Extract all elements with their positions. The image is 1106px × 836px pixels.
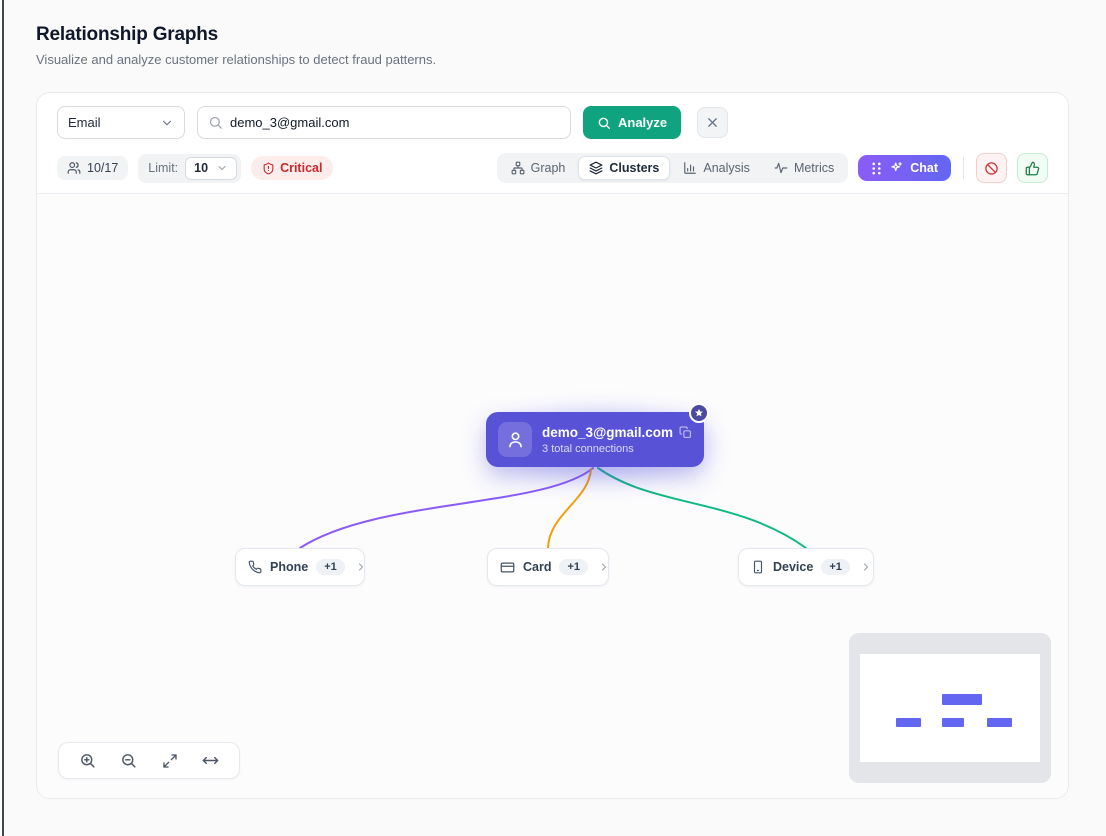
copy-icon[interactable]	[679, 426, 692, 439]
minimap-node-device	[987, 718, 1012, 727]
close-icon	[705, 115, 720, 130]
connections-count-badge: 10/17	[57, 156, 129, 180]
star-icon	[694, 408, 704, 418]
edge-root-card	[547, 468, 592, 549]
search-field[interactable]	[197, 106, 571, 139]
root-entity-node[interactable]: demo_3@gmail.com 3 total connections	[486, 403, 709, 467]
zoom-in-button[interactable]	[67, 743, 108, 778]
zoom-in-icon	[79, 752, 96, 769]
minimap-viewport	[860, 654, 1040, 762]
connections-count: 10/17	[87, 161, 119, 175]
tab-clusters[interactable]: Clusters	[578, 156, 671, 180]
zoom-controls	[58, 742, 240, 779]
clear-search-button[interactable]	[697, 107, 729, 138]
edge-root-device	[597, 467, 807, 549]
limit-select[interactable]: 10	[185, 156, 238, 180]
chevron-down-icon	[216, 162, 228, 174]
tab-metrics-label: Metrics	[793, 161, 835, 175]
user-icon	[498, 422, 533, 457]
chevron-right-icon	[355, 561, 367, 573]
group-node-label: Card	[523, 560, 552, 574]
group-node-count: +1	[559, 559, 589, 575]
edge-root-phone	[299, 467, 594, 549]
expand-width-button[interactable]	[190, 743, 231, 778]
relationship-graph-panel: Email Analyze	[36, 92, 1069, 799]
chat-label: Chat	[910, 161, 938, 175]
minimap-node-phone	[896, 718, 921, 727]
limit-control: Limit: 10	[138, 153, 242, 183]
group-node-count: +1	[821, 559, 850, 575]
grip-icon	[871, 162, 882, 175]
approve-button[interactable]	[1017, 153, 1048, 183]
root-node-subtitle: 3 total connections	[542, 442, 634, 455]
ban-icon	[984, 161, 999, 176]
page-header: Relationship Graphs Visualize and analyz…	[36, 24, 436, 67]
smartphone-icon	[751, 560, 765, 574]
tab-graph[interactable]: Graph	[500, 156, 577, 180]
users-icon	[67, 161, 81, 175]
tab-analysis-label: Analysis	[703, 161, 750, 175]
tab-graph-label: Graph	[530, 161, 566, 175]
group-node-phone[interactable]: Phone +1	[235, 548, 365, 586]
limit-label: Limit:	[148, 161, 179, 175]
group-node-count: +1	[316, 559, 345, 575]
analyze-button[interactable]: Analyze	[583, 106, 682, 139]
page-subtitle: Visualize and analyze customer relations…	[36, 52, 437, 67]
minimap[interactable]	[849, 633, 1051, 783]
maximize-icon	[162, 753, 178, 769]
limit-value: 10	[194, 161, 209, 175]
graph-edges	[299, 467, 807, 549]
layers-icon	[589, 161, 603, 175]
toolbar-divider	[963, 157, 964, 179]
minimap-node-card	[942, 718, 964, 727]
zoom-out-icon	[120, 752, 137, 769]
bar-chart-icon	[683, 161, 697, 175]
sparkles-icon	[889, 161, 903, 175]
block-button[interactable]	[976, 153, 1007, 183]
group-node-device[interactable]: Device +1	[738, 548, 874, 586]
chevron-down-icon	[160, 116, 174, 130]
shield-alert-icon	[262, 162, 275, 175]
analyze-label: Analyze	[618, 115, 668, 130]
search-icon	[208, 115, 223, 130]
minimap-node-root	[942, 694, 982, 705]
move-horizontal-icon	[202, 752, 219, 769]
entity-type-select[interactable]: Email	[57, 106, 185, 139]
root-node-title: demo_3@gmail.com	[542, 424, 673, 440]
filter-toolbar: 10/17 Limit: 10 Critical	[57, 153, 1048, 183]
fit-view-button[interactable]	[149, 743, 190, 778]
chevron-right-icon	[860, 561, 872, 573]
graph-canvas[interactable]: demo_3@gmail.com 3 total connections Pho…	[37, 193, 1068, 798]
tab-metrics[interactable]: Metrics	[763, 156, 845, 180]
page-title: Relationship Graphs	[36, 24, 219, 45]
thumbs-up-icon	[1025, 161, 1040, 176]
entity-type-value: Email	[68, 115, 101, 130]
view-tab-group: Graph Clusters Analysis	[496, 153, 849, 183]
risk-label: Critical	[280, 161, 323, 175]
network-icon	[511, 161, 525, 175]
credit-card-icon	[500, 560, 515, 575]
window-edge	[2, 0, 4, 836]
chevron-right-icon	[598, 561, 610, 573]
group-node-label: Phone	[270, 560, 309, 574]
tab-clusters-label: Clusters	[609, 161, 660, 175]
search-icon	[597, 116, 611, 130]
zoom-out-button[interactable]	[108, 743, 149, 778]
star-badge[interactable]	[689, 403, 709, 423]
group-node-label: Device	[773, 560, 814, 574]
phone-icon	[248, 560, 262, 574]
tab-analysis[interactable]: Analysis	[672, 156, 761, 180]
group-node-card[interactable]: Card +1	[487, 548, 609, 586]
search-toolbar: Email Analyze	[57, 106, 1048, 139]
chat-button[interactable]: Chat	[858, 155, 951, 181]
risk-status-badge: Critical	[251, 156, 334, 180]
search-input[interactable]	[230, 115, 560, 130]
activity-icon	[774, 161, 788, 175]
